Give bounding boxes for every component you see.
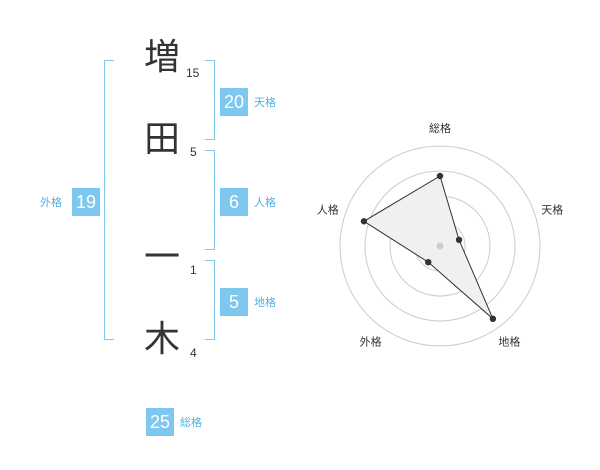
jinkaku-bracket bbox=[205, 150, 215, 250]
stroke-count-3: 1 bbox=[190, 263, 197, 277]
chikaku-label: 地格 bbox=[254, 296, 276, 309]
radar-series-area bbox=[362, 175, 494, 320]
radar-ring bbox=[339, 145, 541, 347]
name-char-4: 木 bbox=[143, 319, 180, 360]
radar-axis-label-2: 天格 bbox=[541, 203, 563, 217]
soukaku-value: 25 bbox=[146, 408, 174, 436]
tenkaku-label: 天格 bbox=[254, 96, 276, 109]
radar-point-3 bbox=[489, 315, 497, 323]
name-char-1: 増 bbox=[143, 37, 180, 78]
radar-point-4 bbox=[425, 258, 432, 266]
radar-point-5 bbox=[360, 218, 368, 225]
name-char-3: 一 bbox=[143, 237, 180, 278]
radar-axis-label-4: 外格 bbox=[360, 334, 382, 348]
stroke-count-2: 5 bbox=[190, 145, 197, 159]
tenkaku-value: 20 bbox=[220, 88, 248, 116]
stroke-count-4: 4 bbox=[190, 346, 197, 360]
gaikaku-label: 外格 bbox=[40, 196, 62, 209]
radar-ring bbox=[364, 170, 516, 322]
soukaku-label: 総格 bbox=[180, 416, 202, 429]
jinkaku-value: 6 bbox=[220, 188, 248, 216]
stroke-count-1: 15 bbox=[186, 66, 200, 80]
chikaku-value: 5 bbox=[220, 288, 248, 316]
radar-center bbox=[436, 242, 444, 250]
jinkaku-label: 人格 bbox=[254, 196, 276, 209]
gaikaku-bracket bbox=[104, 60, 114, 340]
radar-point-2 bbox=[455, 236, 463, 244]
gaikaku-value: 19 bbox=[72, 188, 100, 216]
tenkaku-bracket bbox=[205, 60, 215, 140]
radar-axis-label-5: 人格 bbox=[317, 203, 339, 217]
chikaku-bracket bbox=[205, 260, 215, 340]
radar-point-1 bbox=[436, 172, 444, 180]
name-char-2: 田 bbox=[143, 119, 180, 160]
radar-points bbox=[360, 172, 497, 323]
radar-axis-label-3: 地格 bbox=[498, 334, 520, 348]
radar-axis-label-1: 総格 bbox=[429, 121, 451, 135]
